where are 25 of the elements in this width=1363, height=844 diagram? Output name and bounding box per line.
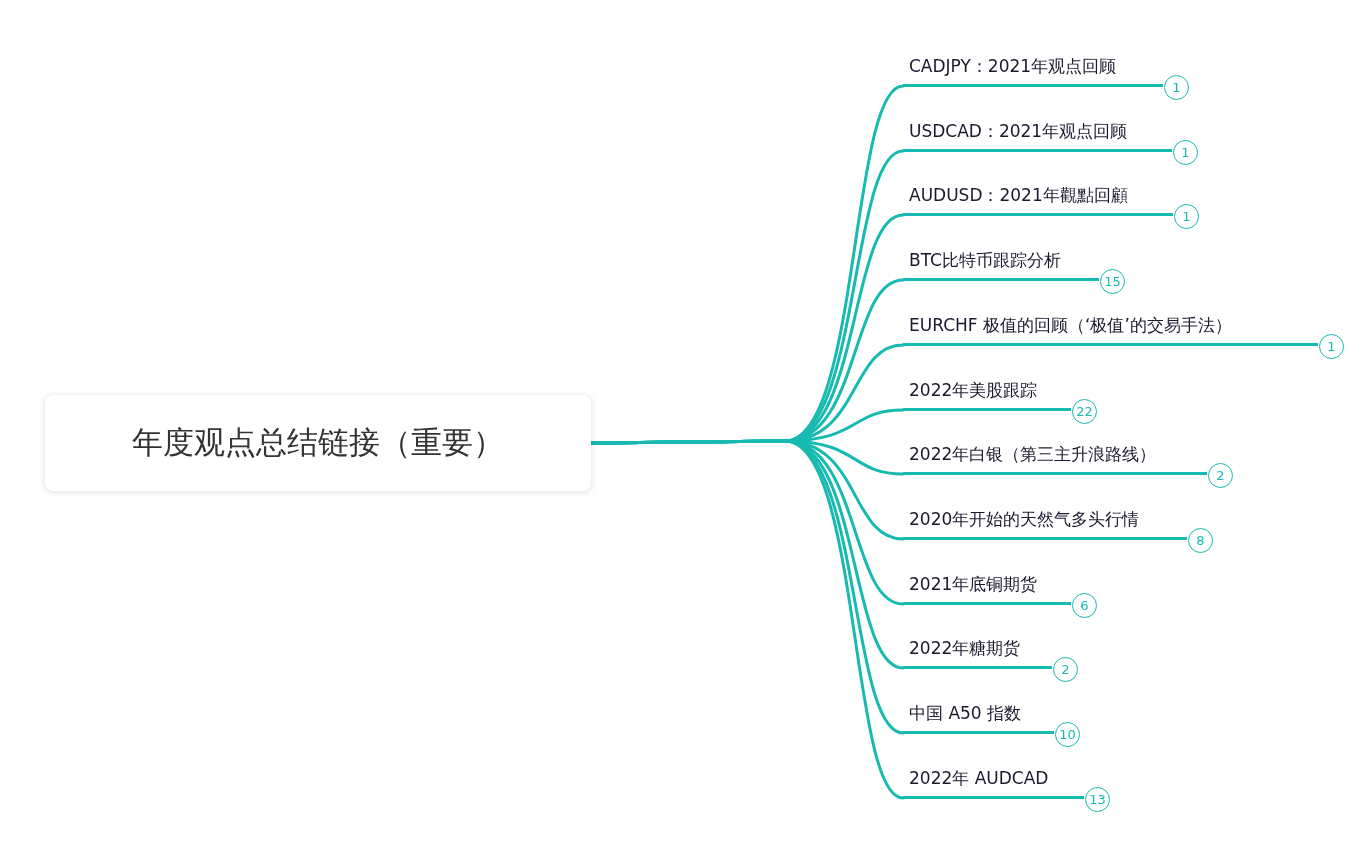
topic-label: USDCAD：2021年观点回顾	[903, 116, 1172, 152]
count-badge: 1	[1173, 140, 1198, 165]
count-badge: 2	[1053, 657, 1078, 682]
topic-label: EURCHF 极值的回顾（‘极值’的交易手法）	[903, 310, 1318, 346]
topic-label: 2022年 AUDCAD	[903, 763, 1084, 799]
topic-label: 2020年开始的天然气多头行情	[903, 504, 1187, 540]
topic-label: BTC比特币跟踪分析	[903, 245, 1099, 281]
count-badge: 1	[1174, 204, 1199, 229]
topic-label: 2022年美股跟踪	[903, 375, 1071, 411]
topic-label: AUDUSD：2021年觀點回顧	[903, 180, 1173, 216]
topic-label: 2021年底铜期货	[903, 569, 1071, 605]
count-badge: 6	[1072, 593, 1097, 618]
count-badge: 1	[1164, 75, 1189, 100]
count-badge: 2	[1208, 463, 1233, 488]
central-topic-box: 年度观点总结链接（重要）	[45, 395, 591, 491]
count-badge: 1	[1319, 334, 1344, 359]
count-badge: 10	[1055, 722, 1080, 747]
count-badge: 15	[1100, 269, 1125, 294]
count-badge: 8	[1188, 528, 1213, 553]
topic-label: 2022年白银（第三主升浪路线）	[903, 439, 1207, 475]
topic-label: 2022年糖期货	[903, 633, 1052, 669]
topic-label: 中国 A50 指数	[903, 698, 1054, 734]
count-badge: 22	[1072, 399, 1097, 424]
count-badge: 13	[1085, 787, 1110, 812]
topic-label: CADJPY：2021年观点回顾	[903, 51, 1163, 87]
